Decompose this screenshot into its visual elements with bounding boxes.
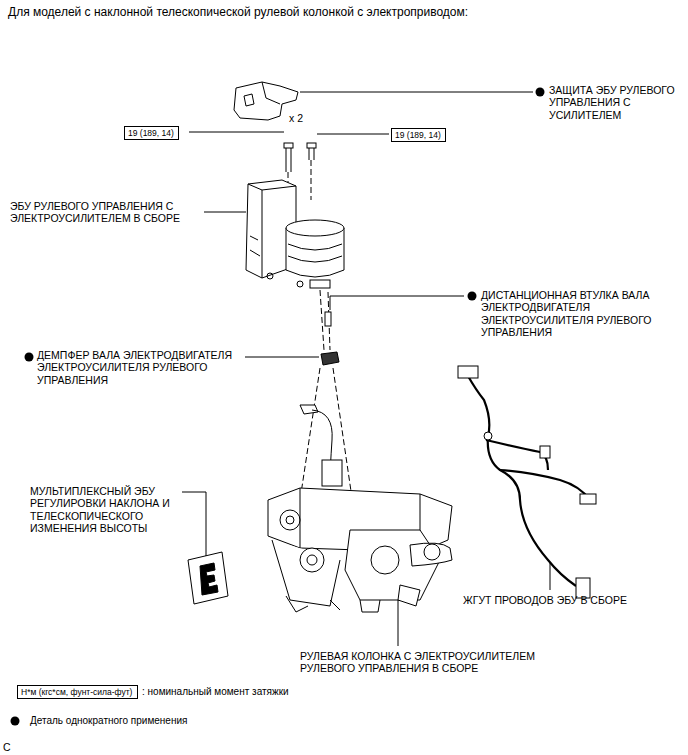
legend-text: : номинальный момент затяжки	[142, 686, 289, 697]
part-name: МУЛЬТИПЛЕКСНЫЙ ЭБУ РЕГУЛИРОВКИ НАКЛОНА И…	[30, 485, 180, 534]
part-name: ЖГУТ ПРОВОДОВ ЭБУ В СБОРЕ	[463, 594, 663, 606]
quantity-mark: x 2	[289, 112, 319, 124]
legend-entry: Деталь однократного применения	[30, 715, 187, 727]
figure-code: C	[3, 741, 23, 753]
torque-box: 19 (189, 14)	[391, 128, 446, 142]
torque-value: 19 (189, 14)	[128, 128, 174, 138]
torque-value: Н*м (кгс*см, фунт-сила-фут)	[21, 687, 132, 697]
torque-value: 19 (189, 14)	[395, 130, 441, 140]
page-title: Для моделей с наклонной телескопической …	[8, 5, 468, 19]
torque-unit-box: Н*м (кгс*см, фунт-сила-фут)	[17, 685, 138, 699]
legend-entry: : номинальный момент затяжки	[142, 686, 289, 698]
torque-box: 19 (189, 14)	[124, 126, 179, 140]
part-name: ЭБУ РУЛЕВОГО УПРАВЛЕНИЯ С ЭЛЕКТРОУСИЛИТЕ…	[10, 200, 202, 225]
legend-dot	[11, 717, 20, 726]
part-name: ДИСТАНЦИОННАЯ ВТУЛКА ВАЛА ЭЛЕКТРОДВИГАТЕ…	[481, 289, 677, 338]
part-name: РУЛЕВАЯ КОЛОНКА С ЭЛЕКТРОУСИЛИТЕЛЕМ РУЛЕ…	[300, 650, 562, 675]
legend-text: Деталь однократного применения	[30, 715, 187, 726]
part-name: ДЕМПФЕР ВАЛА ЭЛЕКТРОДВИГАТЕЛЯ ЭЛЕКТРОУСИ…	[37, 349, 243, 386]
part-name: ЗАЩИТА ЭБУ РУЛЕВОГО УПРАВЛЕНИЯ С УСИЛИТЕ…	[549, 84, 683, 121]
